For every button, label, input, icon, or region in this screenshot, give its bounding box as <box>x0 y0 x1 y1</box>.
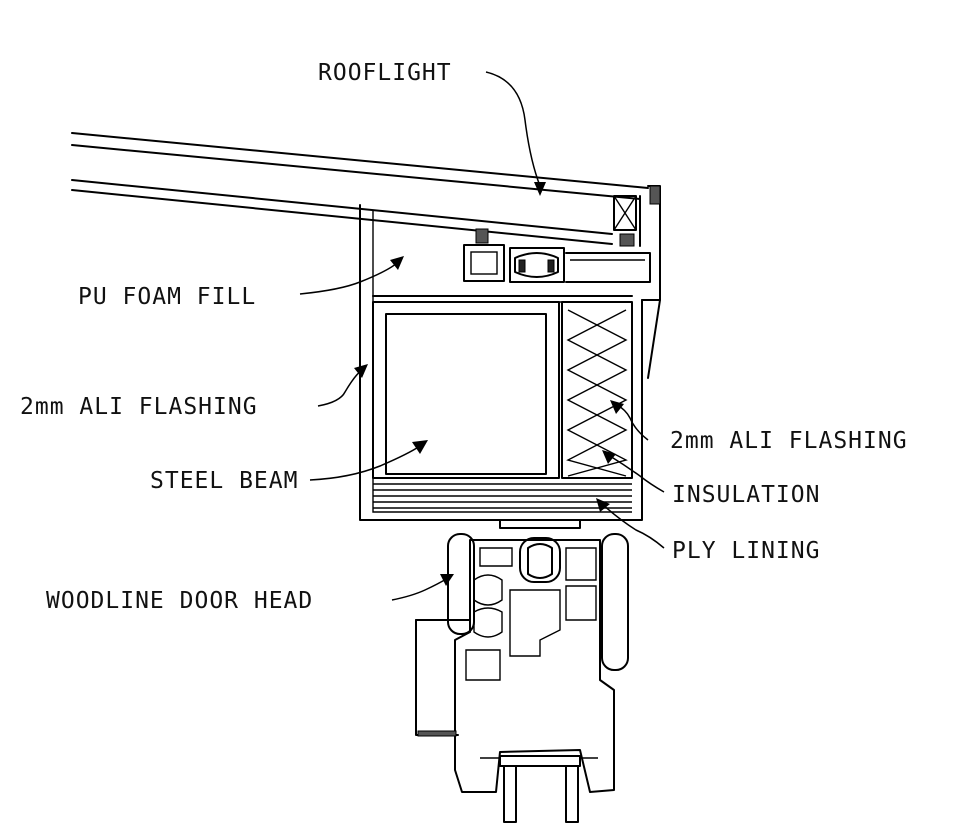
label-rooflight: ROOFLIGHT <box>318 60 452 86</box>
steel-beam <box>372 301 560 479</box>
label-ali-flashing-right: 2mm ALI FLASHING <box>670 428 908 454</box>
label-ply-lining: PLY LINING <box>672 538 820 564</box>
label-pu-foam-fill: PU FOAM FILL <box>78 284 256 310</box>
label-insulation: INSULATION <box>672 482 820 508</box>
rooflight-upstand <box>463 228 651 283</box>
label-ali-flashing-left: 2mm ALI FLASHING <box>20 394 258 420</box>
woodline-door-head <box>415 519 629 823</box>
leader-lines <box>299 71 665 601</box>
rooflight-glazing <box>71 132 661 301</box>
label-steel-beam: STEEL BEAM <box>150 468 298 494</box>
label-woodline-door-head: WOODLINE DOOR HEAD <box>46 588 313 614</box>
ply-lining <box>373 483 632 509</box>
insulation <box>561 301 633 479</box>
